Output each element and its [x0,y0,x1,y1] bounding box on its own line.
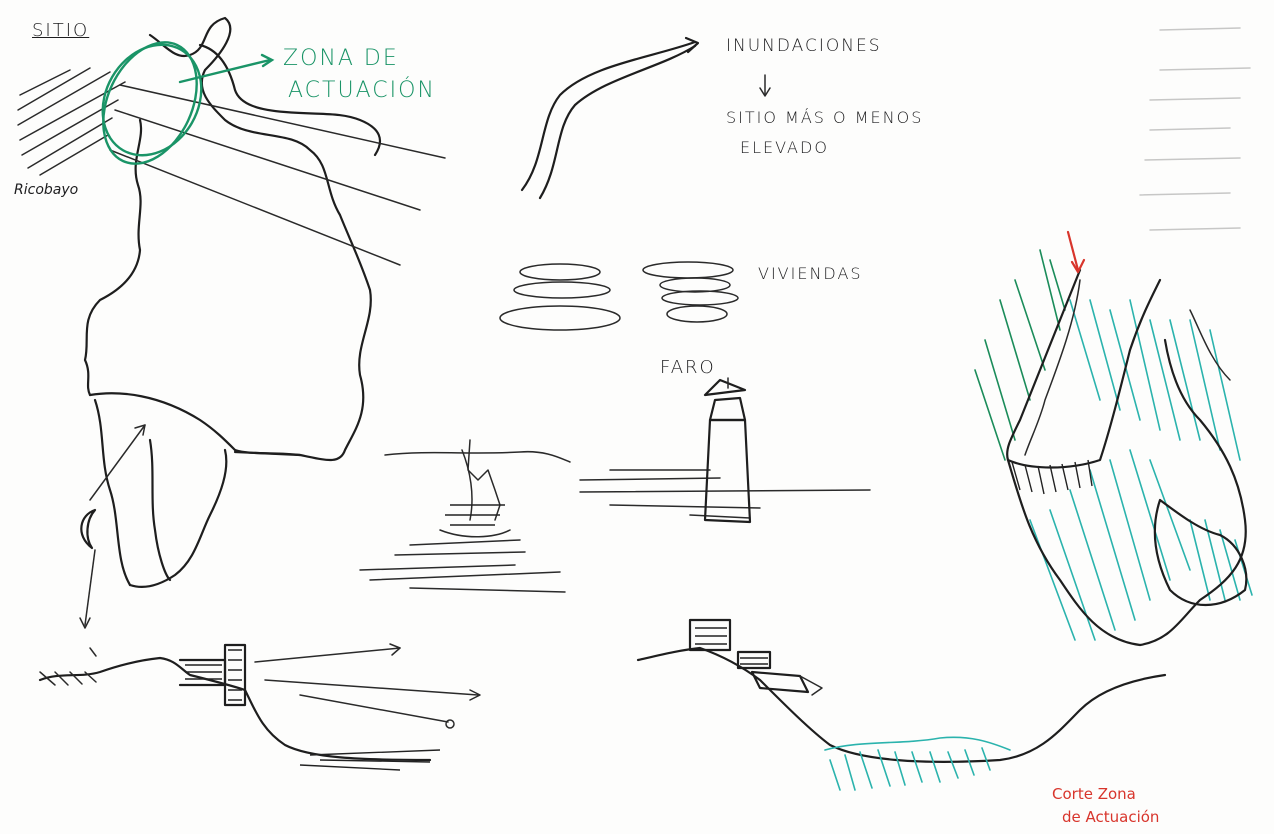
label-viviendas: VIVIENDAS [758,264,863,283]
section-left [40,644,480,770]
boat-sketch [360,440,570,592]
zone-ellipse [85,27,215,179]
label-inundaciones: INUNDACIONES [726,36,882,56]
site-map [18,18,445,628]
label-zona-line1: ZONA DE [283,46,399,71]
label-corte-line2: de Actuación [1062,808,1159,826]
label-sitio: SITIO [32,20,89,41]
terrain-sketch [975,232,1252,645]
housing-sketch [500,262,738,330]
section-right [638,620,1165,790]
label-corte-line1: Corte Zona [1052,785,1136,803]
label-ricobayo: Ricobayo [14,182,78,198]
label-sitio-elevado-line1: SITIO MÁS O MENOS [726,108,923,127]
margin-marks [1140,28,1250,230]
label-sitio-elevado-line2: ELEVADO [740,138,829,157]
lighthouse-sketch [580,378,870,522]
label-zona-line2: ACTUACIÓN [288,78,436,103]
label-faro: FARO [660,357,716,378]
